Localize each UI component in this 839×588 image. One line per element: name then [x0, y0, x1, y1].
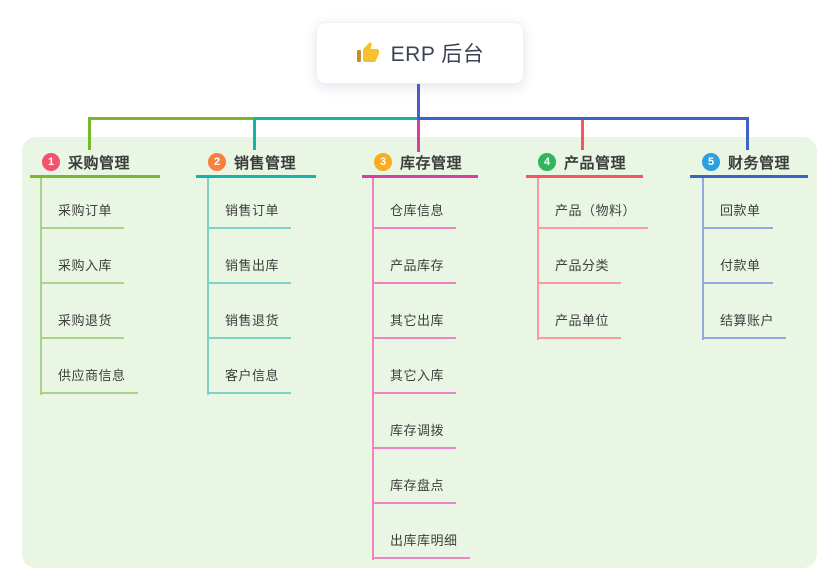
child-node[interactable]: 其它出库: [372, 312, 457, 339]
branch-5-header[interactable]: 5 财务管理: [690, 149, 808, 178]
connector-branch5-drop: [746, 120, 749, 150]
branch-label: 销售管理: [234, 154, 297, 172]
child-node[interactable]: 出库库明细: [372, 532, 470, 559]
branch-number-badge: 2: [208, 153, 226, 171]
connector-branch4-drop: [581, 120, 584, 150]
connector-root-stem: [417, 82, 420, 117]
child-node[interactable]: 回款单: [702, 202, 773, 229]
thumbs-up-icon: [356, 41, 380, 65]
connector-branch3-drop: [417, 120, 420, 152]
child-node[interactable]: 库存盘点: [372, 477, 457, 504]
branch-spine-line: [537, 178, 539, 340]
child-node[interactable]: 结算账户: [702, 312, 787, 339]
branch-spine-line: [372, 178, 374, 560]
child-node[interactable]: 采购入库: [40, 257, 125, 284]
child-node[interactable]: 产品分类: [537, 257, 622, 284]
child-node[interactable]: 仓库信息: [372, 202, 457, 229]
child-node[interactable]: 库存调拨: [372, 422, 457, 449]
branch-number-badge: 5: [702, 153, 720, 171]
child-node[interactable]: 销售出库: [207, 257, 292, 284]
branch-spine-line: [702, 178, 704, 340]
branch-number-badge: 1: [42, 153, 60, 171]
root-node-label: ERP 后台: [390, 43, 485, 66]
branch-label: 库存管理: [400, 154, 463, 172]
branch-number-badge: 3: [374, 153, 392, 171]
branch-1-header[interactable]: 1 采购管理: [30, 149, 160, 178]
child-node[interactable]: 付款单: [702, 257, 773, 284]
branch-4-header[interactable]: 4 产品管理: [526, 149, 643, 178]
branch-2-header[interactable]: 2 销售管理: [196, 149, 316, 178]
connector-branch2-hline: [253, 117, 420, 120]
connector-branch1-drop: [88, 120, 91, 150]
root-node[interactable]: ERP 后台: [316, 22, 524, 84]
branch-spine-line: [40, 178, 42, 395]
child-node[interactable]: 客户信息: [207, 367, 292, 394]
branch-3-header[interactable]: 3 库存管理: [362, 149, 478, 178]
child-node[interactable]: 其它入库: [372, 367, 457, 394]
child-node[interactable]: 采购退货: [40, 312, 125, 339]
child-node[interactable]: 销售订单: [207, 202, 292, 229]
child-node[interactable]: 销售退货: [207, 312, 292, 339]
branch-label: 采购管理: [68, 154, 131, 172]
branch-label: 产品管理: [564, 154, 627, 172]
branch-number-badge: 4: [538, 153, 556, 171]
connector-branch5-hline: [417, 117, 749, 120]
child-node[interactable]: 供应商信息: [40, 367, 138, 394]
child-node[interactable]: 采购订单: [40, 202, 125, 229]
branch-label: 财务管理: [728, 154, 791, 172]
child-node[interactable]: 产品单位: [537, 312, 622, 339]
child-node[interactable]: 产品（物料）: [537, 202, 649, 229]
child-node[interactable]: 产品库存: [372, 257, 457, 284]
connector-branch2-drop: [253, 120, 256, 150]
branch-spine-line: [207, 178, 209, 395]
branches-panel: [22, 137, 817, 568]
